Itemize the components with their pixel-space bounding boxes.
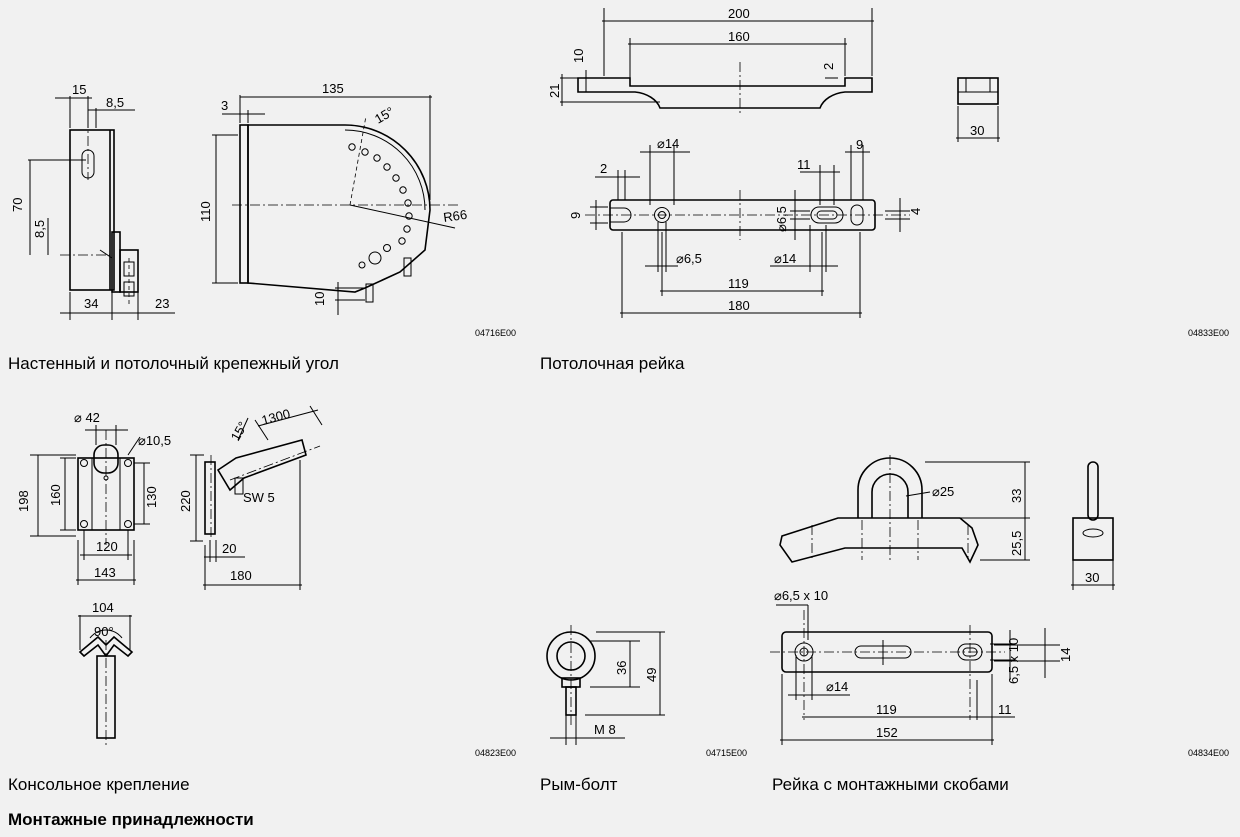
dim-label: 8,5 (32, 220, 47, 238)
dim-label: ⌀10,5 (138, 433, 171, 448)
dim-label: 49 (644, 668, 659, 682)
drawing-code: 04833E00 (1188, 328, 1229, 338)
dim-label: 220 (178, 490, 193, 512)
dim-label: 3 (221, 98, 228, 113)
dim-label: 90° (94, 624, 114, 639)
dim-label: 6,5 x 10 (1006, 638, 1021, 684)
dim-label: 34 (84, 296, 98, 311)
dim-label: 25,5 (1009, 531, 1024, 556)
dim-label: 9 (568, 212, 583, 219)
dim-label: ⌀6,5 (774, 206, 789, 232)
drawing-code: 04715E00 (706, 748, 747, 758)
dim-label: ⌀14 (774, 251, 796, 266)
dim-label: ⌀14 (657, 136, 679, 151)
dim-label: 14 (1058, 648, 1073, 662)
dim-label: 70 (10, 198, 25, 212)
dim-label: 143 (94, 565, 116, 580)
dim-label: 110 (198, 201, 213, 222)
dim-label: 15° (372, 104, 397, 127)
dim-label: 30 (1085, 570, 1099, 585)
dim-label: 135 (322, 81, 344, 96)
dim-label: 2 (821, 63, 836, 70)
dim-label: 2 (600, 161, 607, 176)
dim-label: ⌀14 (826, 679, 848, 694)
caption-wall-ceiling-angle: Настенный и потолочный крепежный угол (8, 354, 339, 373)
ceiling-rail-dimensions: 200 160 10 21 2 30 ⌀14 2 9 11 9 ⌀6,5 4 ⌀… (547, 6, 984, 313)
dim-label: SW 5 (243, 490, 275, 505)
drawing-code: 04834E00 (1188, 748, 1229, 758)
dim-label: 119 (728, 276, 749, 291)
dim-label: 200 (728, 6, 750, 21)
dim-label: 36 (614, 661, 629, 675)
wall-ceiling-angle-drawing (28, 95, 460, 320)
dim-label: 20 (222, 541, 236, 556)
caption-rail-with-brackets: Рейка с монтажными скобами (772, 775, 1009, 794)
dim-label: 23 (155, 296, 169, 311)
dim-label: ⌀25 (932, 484, 954, 499)
dim-label: 10 (312, 292, 327, 306)
dim-label: 4 (908, 208, 923, 215)
section-title: Монтажные принадлежности (8, 810, 254, 829)
dim-label: 1300 (260, 406, 292, 428)
dim-label: M 8 (594, 722, 616, 737)
dim-label: ⌀6,5 x 10 (774, 588, 828, 603)
dim-label: 33 (1009, 489, 1024, 503)
eye-bolt-dimensions: 36 49 M 8 (594, 661, 659, 737)
dim-label: 30 (970, 123, 984, 138)
dim-label: 119 (876, 702, 897, 717)
wall-ceiling-angle-dimensions: 15 8,5 70 8,5 34 23 3 135 15° 110 R66 10 (10, 81, 468, 311)
console-bracket-dimensions: ⌀ 42 ⌀10,5 198 160 130 120 143 15° 1300 … (16, 406, 292, 639)
dim-label: R66 (442, 207, 468, 225)
dim-label: 104 (92, 600, 114, 615)
console-bracket-drawing (30, 405, 323, 745)
dim-label: 9 (856, 137, 863, 152)
eye-bolt-drawing (546, 625, 665, 745)
dim-label: 130 (144, 486, 159, 508)
drawing-code: 04716E00 (475, 328, 516, 338)
dim-label: ⌀ 42 (74, 410, 100, 425)
dim-label: 120 (96, 539, 118, 554)
dim-label: 21 (547, 84, 562, 98)
rail-with-brackets-drawing (770, 455, 1115, 745)
caption-ceiling-rail: Потолочная рейка (540, 354, 685, 373)
ceiling-rail-drawing (560, 8, 1000, 318)
rail-with-brackets-dimensions: ⌀25 33 25,5 30 ⌀6,5 x 10 6,5 x 10 14 ⌀14… (774, 484, 1099, 740)
dim-label: 198 (16, 490, 31, 512)
dim-label: 160 (48, 484, 63, 506)
drawing-code: 04823E00 (475, 748, 516, 758)
dim-label: 10 (571, 49, 586, 63)
dim-label: 180 (230, 568, 252, 583)
caption-console-bracket: Консольное крепление (8, 775, 190, 794)
dim-label: 11 (998, 702, 1012, 717)
dim-label: ⌀6,5 (676, 251, 702, 266)
dim-label: 180 (728, 298, 750, 313)
dim-label: 152 (876, 725, 898, 740)
dim-label: 11 (797, 157, 811, 172)
dim-label: 15 (72, 82, 86, 97)
dim-label: 15° (228, 419, 251, 444)
caption-eye-bolt: Рым-болт (540, 775, 618, 794)
dim-label: 160 (728, 29, 750, 44)
dim-label: 8,5 (106, 95, 124, 110)
